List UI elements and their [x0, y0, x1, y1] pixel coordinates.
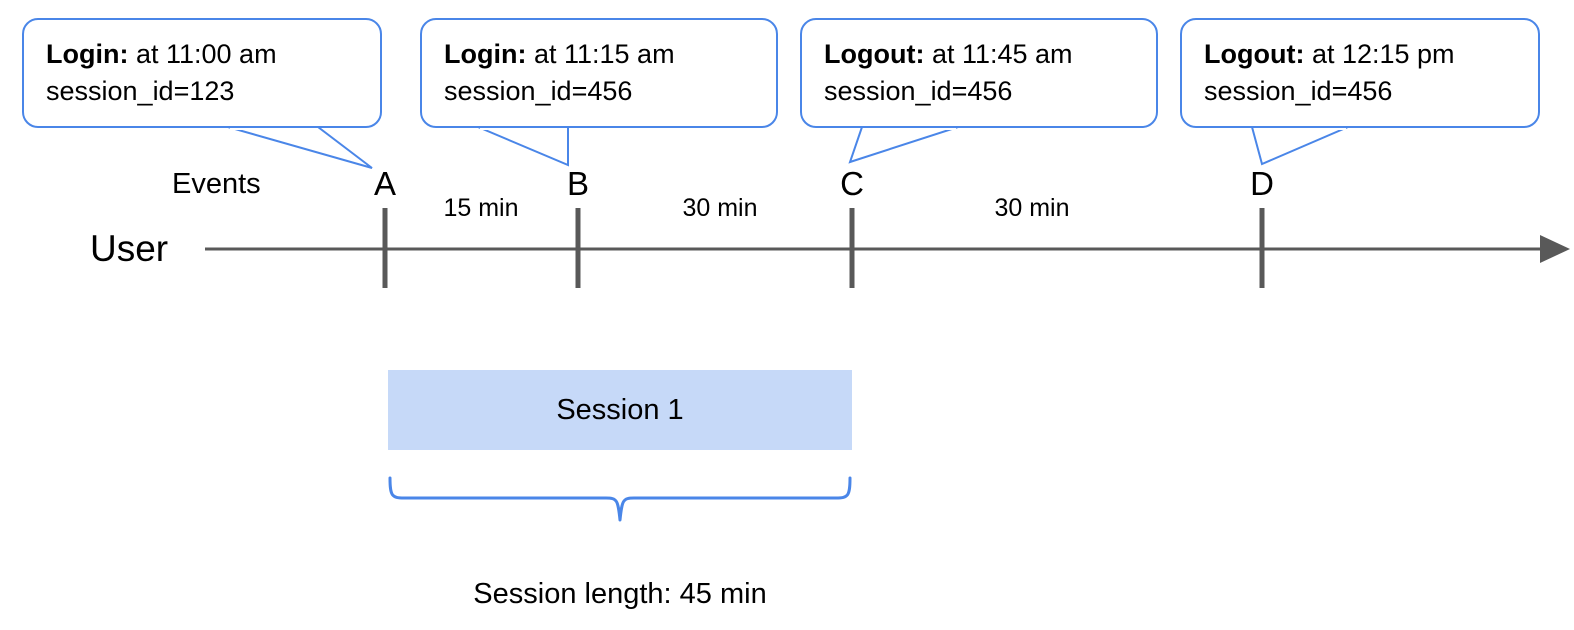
callout-3-event-label: Logout:: [824, 39, 925, 69]
callout-4-time: at 12:15 pm: [1304, 39, 1455, 69]
timeline-axis: [205, 235, 1570, 263]
session-bar[interactable]: Session 1: [388, 370, 852, 450]
callout-3-session-id: session_id=456: [824, 76, 1013, 106]
callout-3-line-1: Logout: at 11:45 am: [824, 36, 1136, 73]
interval-label-b-c: 30 min: [682, 194, 758, 222]
events-row-label: Events: [172, 168, 261, 200]
callout-tails: [227, 124, 1349, 169]
callout-tail-4: [1250, 126, 1349, 166]
callout-bubble-login-1100[interactable]: Login: at 11:00 am session_id=123: [22, 18, 382, 128]
callout-tail-1: [227, 126, 373, 169]
callout-2-event-label: Login:: [444, 39, 527, 69]
callout-4-line-1: Logout: at 12:15 pm: [1204, 36, 1518, 73]
callout-1-line-1: Login: at 11:00 am: [46, 36, 360, 73]
callout-tail-2: [477, 126, 569, 167]
callout-bubble-login-1115[interactable]: Login: at 11:15 am session_id=456: [420, 18, 778, 128]
callout-4-session-id: session_id=456: [1204, 76, 1393, 106]
callout-tail-3: [848, 126, 959, 164]
callout-1-event-label: Login:: [46, 39, 129, 69]
callout-2-session-id: session_id=456: [444, 76, 633, 106]
callout-2-time: at 11:15 am: [526, 39, 675, 69]
interval-label-c-d: 30 min: [994, 194, 1070, 222]
event-marker-d: D: [1250, 165, 1274, 202]
axis-arrow-icon: [1540, 235, 1570, 263]
event-marker-a: A: [373, 165, 396, 202]
callout-4-event-label: Logout:: [1204, 39, 1305, 69]
user-row-label: User: [90, 228, 169, 269]
callout-3-time: at 11:45 am: [924, 39, 1073, 69]
event-marker-c: C: [840, 165, 864, 202]
event-ticks: [382, 208, 1265, 288]
callout-bubble-logout-1145[interactable]: Logout: at 11:45 am session_id=456: [800, 18, 1158, 128]
session-length-label: Session length: 45 min: [473, 578, 767, 610]
session-bar-label: Session 1: [556, 393, 684, 426]
callout-2-line-1: Login: at 11:15 am: [444, 36, 756, 73]
callout-1-session-id: session_id=123: [46, 76, 235, 106]
interval-label-a-b: 15 min: [443, 194, 519, 222]
callout-bubble-logout-1215[interactable]: Logout: at 12:15 pm session_id=456: [1180, 18, 1540, 128]
event-marker-b: B: [566, 165, 589, 202]
session-brace: [388, 476, 852, 522]
callout-1-time: at 11:00 am: [128, 39, 277, 69]
